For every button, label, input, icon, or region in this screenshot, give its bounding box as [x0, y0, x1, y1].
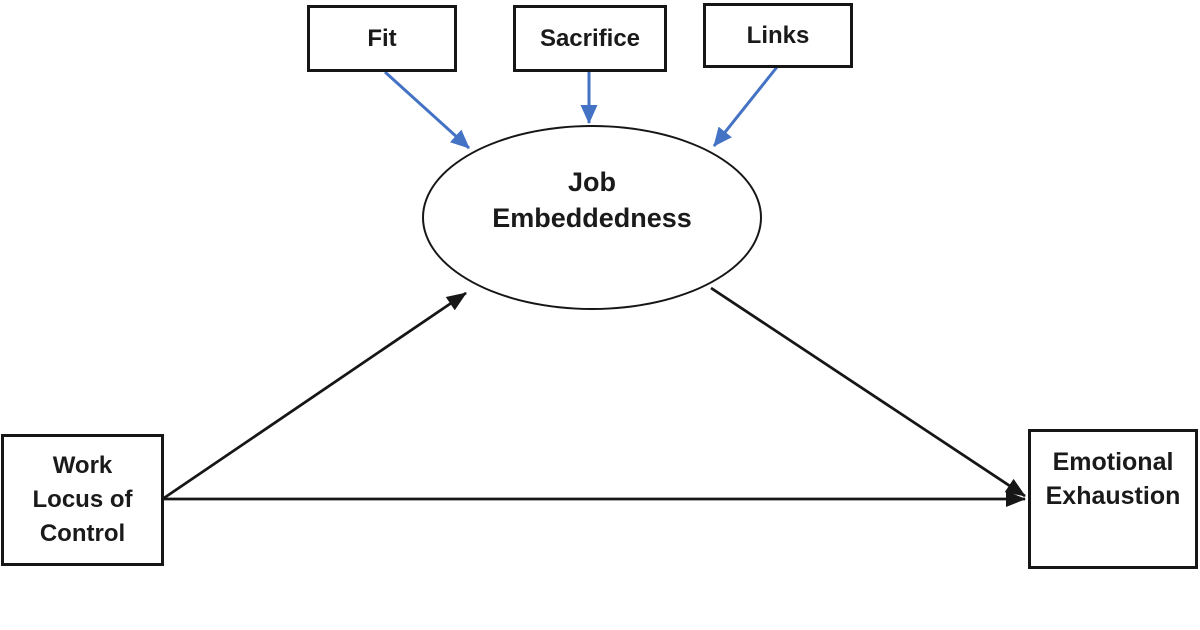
node-fit: Fit: [307, 5, 457, 72]
node-work-locus-of-control-label: Work Locus of Control: [32, 452, 133, 547]
node-emotional-exhaustion: Emotional Exhaustion: [1028, 429, 1198, 569]
node-sacrifice-label: Sacrifice: [539, 24, 641, 52]
node-links-label: Links: [746, 21, 810, 49]
node-job-embeddedness-label: Job Embeddedness: [492, 166, 692, 233]
node-emotional-exhaustion-label: Emotional Exhaustion: [1045, 448, 1181, 510]
node-links: Links: [703, 3, 853, 68]
edge-links-to-job-embeddedness: [712, 66, 779, 147]
node-fit-label: Fit: [367, 24, 397, 52]
edge-work-locus-to-job-embeddedness: [163, 291, 467, 500]
edge-fit-to-job-embeddedness: [383, 70, 471, 150]
edge-job-embeddedness-to-emotional-exhaustion: [710, 286, 1026, 498]
node-work-locus-of-control: Work Locus of Control: [1, 434, 164, 566]
node-sacrifice: Sacrifice: [513, 5, 667, 72]
node-job-embeddedness: Job Embeddedness: [422, 125, 762, 310]
